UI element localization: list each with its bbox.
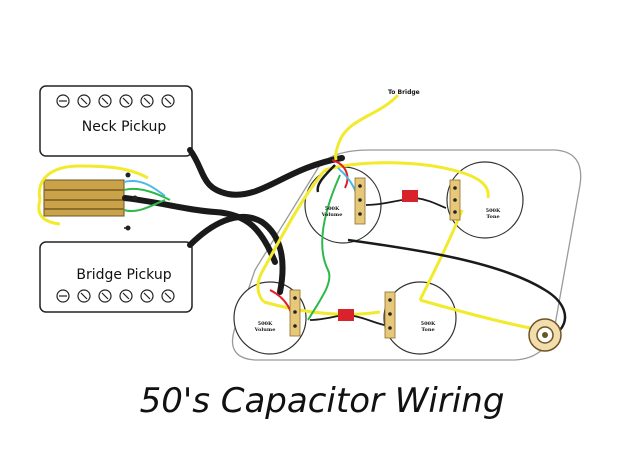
ground-bus-left <box>256 169 327 304</box>
neck-cap-leads <box>365 197 447 209</box>
diagram-title: 50's Capacitor Wiring <box>140 381 505 421</box>
pot-lug-dots <box>293 184 457 330</box>
switch-ground-wire <box>37 164 149 201</box>
bridge-pickup <box>39 241 193 313</box>
switch-lead-green <box>123 188 171 201</box>
switch-ground-wire-lower <box>37 199 61 226</box>
bridge-pickup-cable <box>187 214 286 295</box>
pot-circle-neck-tone <box>446 161 524 239</box>
pot-name-label: Tone <box>486 214 499 220</box>
switch-lugs <box>125 172 138 231</box>
pot-value-label: 500K <box>258 321 273 327</box>
bridge-pickup-label: Bridge Pickup <box>76 267 171 283</box>
toggle-switch-icon <box>43 179 125 217</box>
switch-lead-green-2 <box>123 199 166 212</box>
neck-red-wire <box>331 159 349 189</box>
pot-value-label: 500K <box>421 321 436 327</box>
pot-circle-bridge-volume <box>233 281 307 355</box>
bridge-tone-capacitor <box>338 309 354 321</box>
switch-lead-cyan <box>123 180 166 197</box>
ground-bus-top <box>324 161 490 199</box>
switch-output-cable <box>122 195 278 265</box>
output-jack-icon <box>528 318 562 352</box>
pot-name-label: Volume <box>321 212 343 218</box>
neck-pickup <box>39 85 193 157</box>
ground-bus-bottom <box>263 300 381 316</box>
pot-circle-bridge-tone <box>383 281 457 355</box>
bridge-cap-leads <box>309 315 385 326</box>
neck-tone-capacitor <box>402 190 418 202</box>
neck-pickup-cable <box>187 147 345 198</box>
pot-name-label: Volume <box>254 327 276 333</box>
pot-value-label: 500K <box>486 208 501 214</box>
to-bridge-wire <box>334 93 400 161</box>
neck-pickup-label: Neck Pickup <box>82 119 167 135</box>
to-bridge-label: To Bridge <box>388 89 420 96</box>
vol-to-vol-black <box>316 164 336 193</box>
output-hot-wire <box>347 238 567 331</box>
pot-value-label: 500K <box>325 206 340 212</box>
bridge-green-wire <box>307 174 341 321</box>
pot-name-label: Tone <box>421 327 434 333</box>
ground-bus-jack <box>419 298 531 330</box>
